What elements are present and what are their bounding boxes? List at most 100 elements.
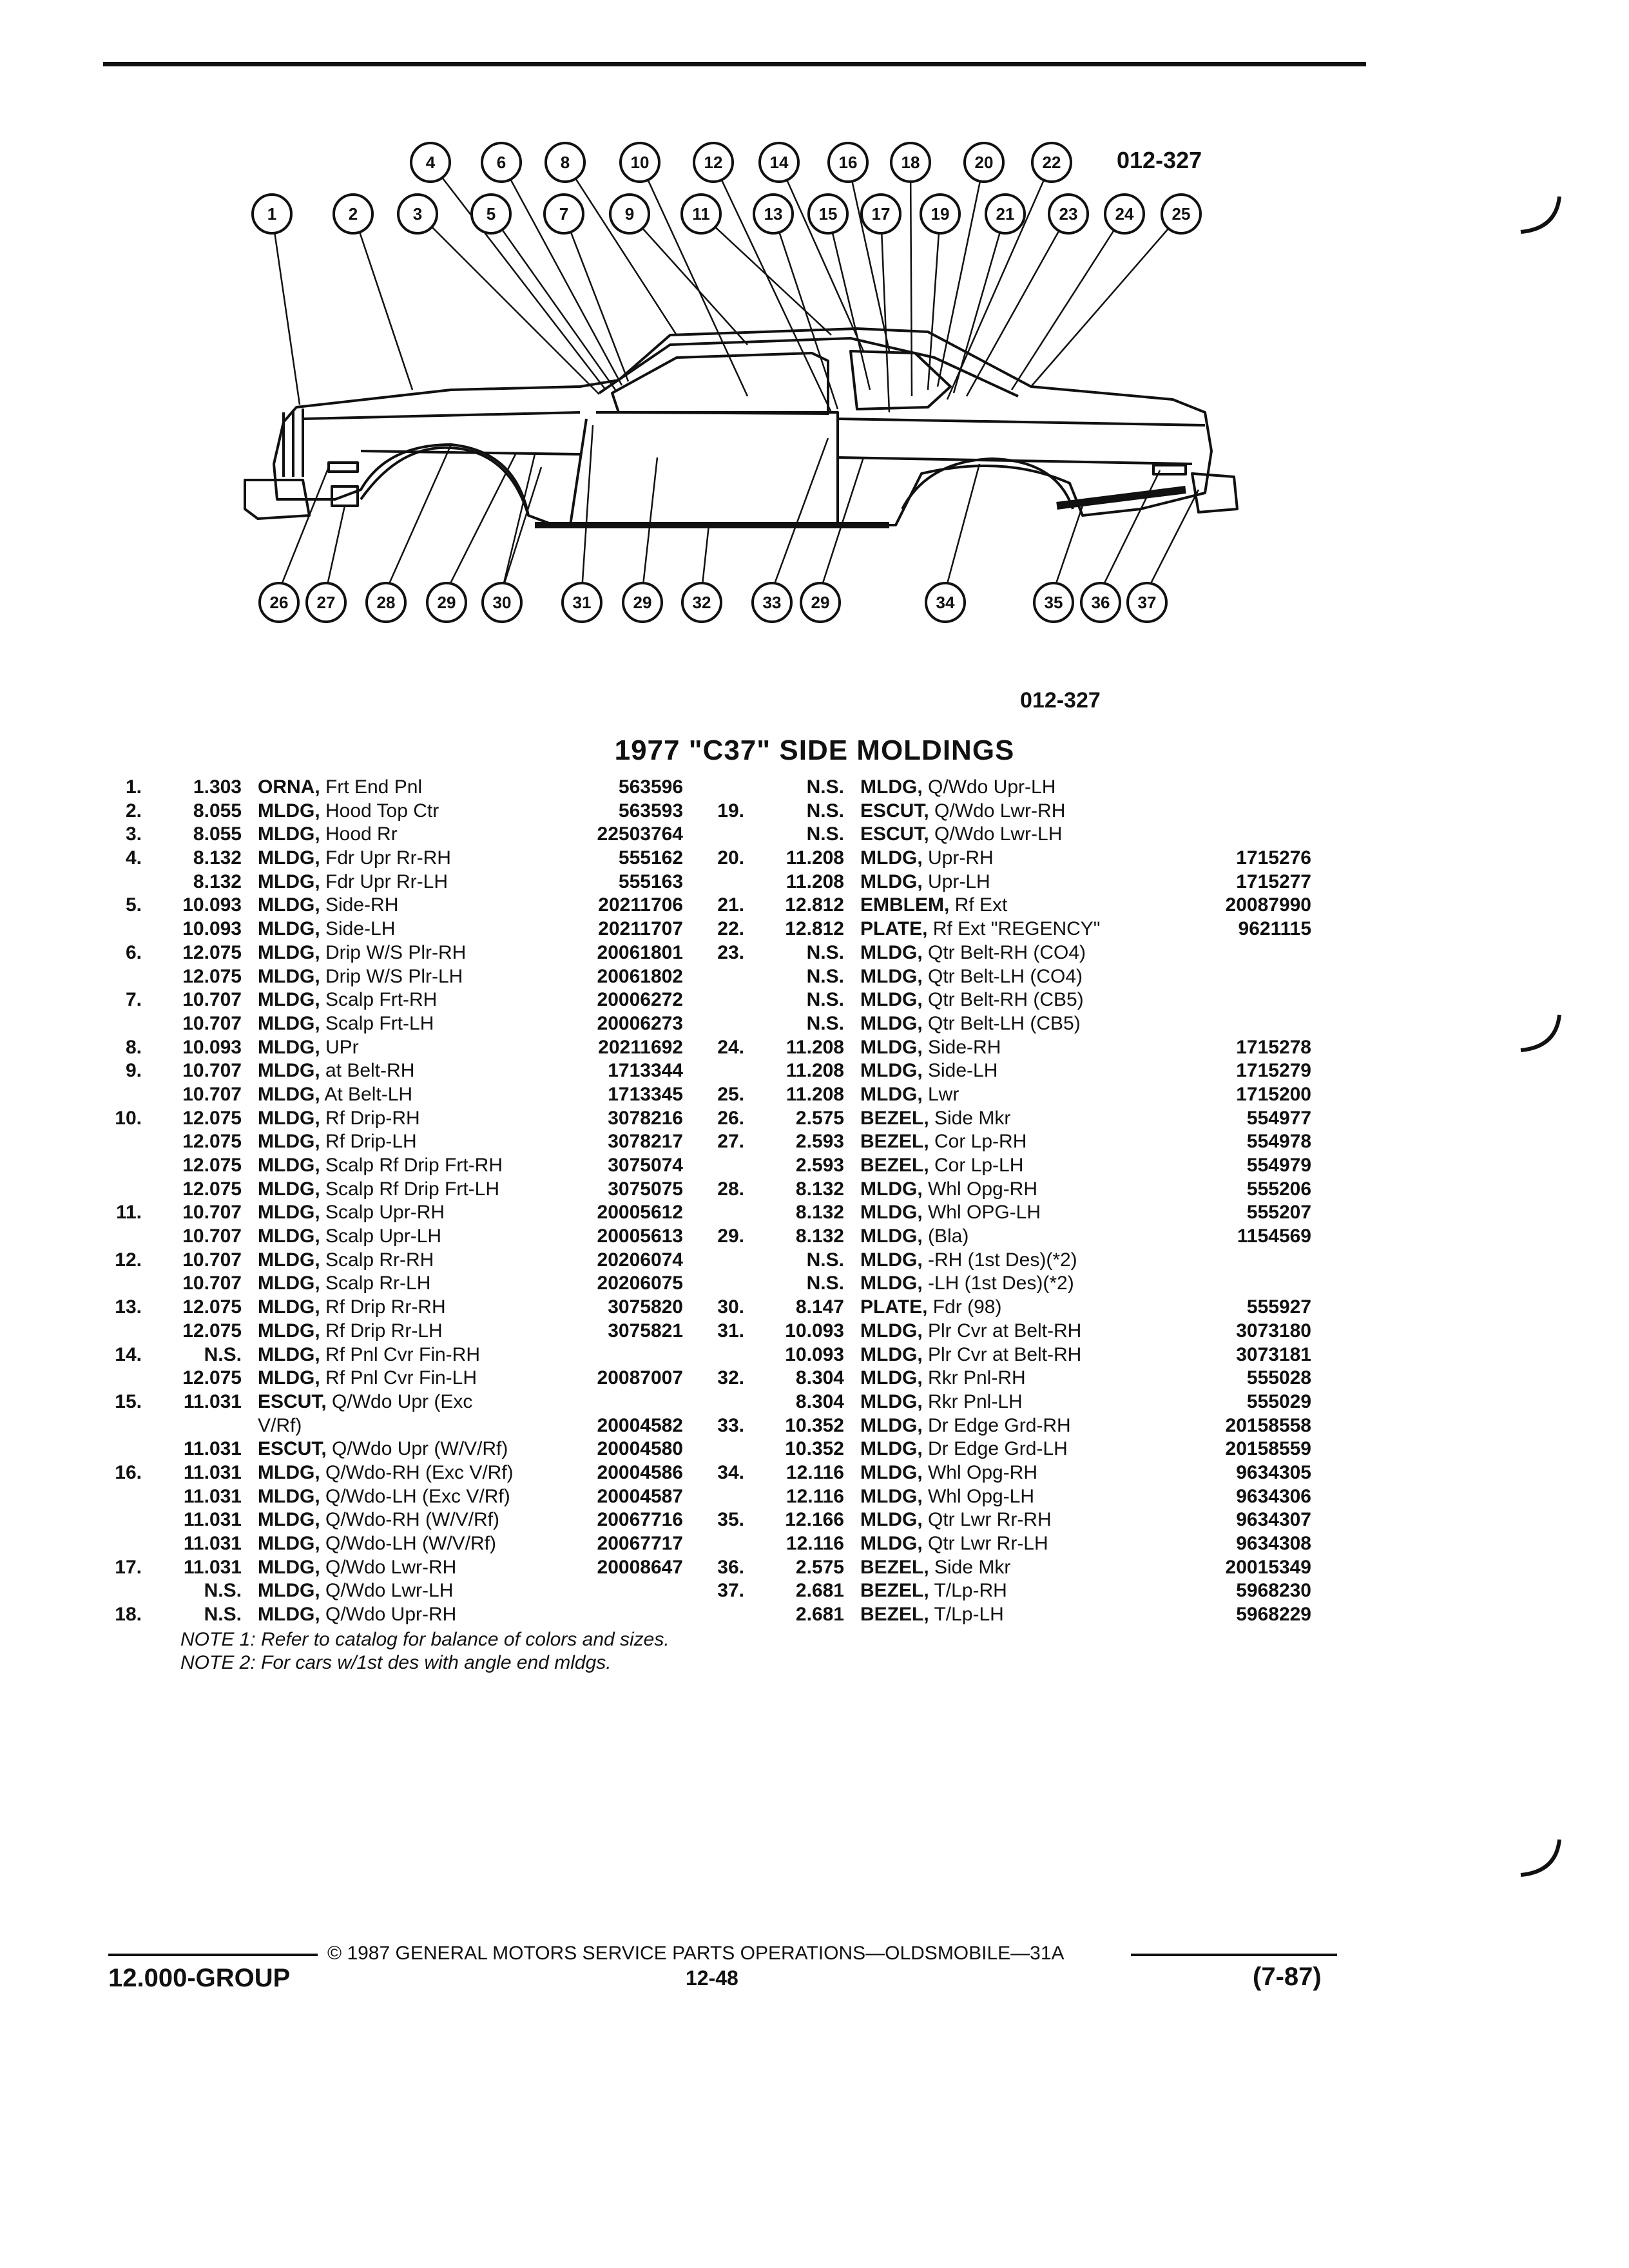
part-number: 20067717: [597, 1533, 683, 1554]
part-detail: Scalp Upr-LH: [320, 1225, 442, 1247]
part-detail: UPr: [320, 1036, 359, 1058]
callout-circle: [681, 582, 722, 623]
part-detail: At Belt-LH: [320, 1083, 413, 1105]
car-rear-lower-molding: [1056, 486, 1186, 510]
part-detail: Side-RH: [922, 1036, 1001, 1058]
callout-number: 17: [872, 204, 891, 224]
part-description: MLDG, Rf Pnl Cvr Fin-LH: [258, 1367, 477, 1389]
part-detail: Qtr Belt-RH (CB5): [922, 989, 1084, 1011]
part-detail: Cor Lp-LH: [929, 1155, 1024, 1176]
part-description: BEZEL, T/Lp-RH: [860, 1580, 1007, 1602]
part-keyword: MLDG,: [860, 847, 923, 869]
part-number: 9621115: [1238, 918, 1311, 940]
part-keyword: MLDG,: [860, 1390, 923, 1412]
part-keyword: MLDG,: [860, 941, 923, 963]
group-number: 2.681: [795, 1580, 844, 1602]
part-detail: Whl Opg-LH: [922, 1485, 1035, 1507]
part-number: 1715200: [1236, 1083, 1311, 1105]
part-description: ORNA, Frt End Pnl: [258, 776, 422, 798]
part-detail: Rf Drip-LH: [320, 1131, 417, 1153]
car-side-marker-front: [327, 461, 359, 473]
group-number: 10.707: [182, 1249, 242, 1271]
item-number: 24.: [717, 1036, 744, 1058]
group-number: 8.055: [193, 800, 242, 822]
group-number: N.S.: [204, 1343, 242, 1365]
part-keyword: MLDG,: [860, 1012, 923, 1034]
item-number: 18.: [115, 1604, 142, 1626]
item-number: 33.: [717, 1414, 744, 1436]
item-number: 28.: [717, 1178, 744, 1200]
callout-number: 25: [1172, 204, 1191, 224]
part-number: 20211707: [598, 918, 683, 940]
callout-number: 35: [1045, 593, 1063, 612]
part-keyword: MLDG,: [860, 1273, 923, 1294]
group-number: 11.031: [183, 1485, 242, 1507]
callout-number: 5: [487, 204, 496, 224]
part-description: MLDG, (Bla): [860, 1225, 969, 1247]
callout-circle: [481, 582, 523, 623]
leader-lines: [271, 162, 1200, 591]
callout-circle: [827, 142, 869, 183]
item-number: 25.: [717, 1083, 744, 1105]
callout-circle: [619, 142, 660, 183]
part-detail: Drip W/S Plr-LH: [320, 965, 463, 987]
part-keyword: MLDG,: [258, 918, 320, 940]
part-description: MLDG, Rf Drip-LH: [258, 1131, 417, 1153]
group-number: 11.208: [786, 1036, 844, 1058]
group-number: 11.031: [183, 1461, 242, 1483]
part-keyword: MLDG,: [258, 847, 320, 869]
part-detail: Scalp Rf Drip Frt-RH: [320, 1155, 503, 1176]
part-detail: Whl Opg-RH: [922, 1461, 1038, 1483]
callout-number: 16: [839, 153, 858, 172]
part-description: BEZEL, Cor Lp-LH: [860, 1155, 1023, 1177]
group-number: 1.303: [193, 776, 242, 798]
item-number: 37.: [717, 1580, 744, 1602]
callout-circle: [1126, 582, 1168, 623]
scan-mark-1: [1520, 196, 1561, 234]
part-description: MLDG, Rf Drip Rr-LH: [258, 1320, 443, 1342]
callout-number: 14: [770, 153, 789, 172]
callout-circle: [545, 142, 586, 183]
item-number: 10.: [115, 1107, 142, 1129]
item-number: 36.: [717, 1556, 744, 1578]
part-description: MLDG, Q/Wdo-RH (Exc V/Rf): [258, 1462, 514, 1484]
part-detail: -LH (1st Des)(*2): [922, 1273, 1074, 1294]
part-number: 20158558: [1225, 1414, 1311, 1436]
item-number: 23.: [717, 941, 744, 963]
group-number: 10.093: [785, 1343, 844, 1365]
callout-number: 29: [811, 593, 830, 612]
callout-number: 21: [996, 204, 1015, 224]
part-keyword: MLDG,: [860, 1343, 923, 1365]
callout-circle: [753, 193, 794, 235]
part-detail: Scalp Rf Drip Frt-LH: [320, 1178, 500, 1200]
part-detail: Q/Wdo Upr (Exc: [326, 1390, 473, 1412]
part-description: MLDG, Lwr: [860, 1084, 959, 1106]
group-number: 10.093: [182, 918, 242, 940]
part-detail: Rf Ext "REGENCY": [927, 918, 1101, 940]
item-number: 16.: [115, 1461, 142, 1483]
part-keyword: BEZEL,: [860, 1155, 929, 1176]
callout-circle: [305, 582, 347, 623]
part-keyword: MLDG,: [258, 1320, 320, 1341]
group-number: N.S.: [806, 1249, 844, 1271]
part-detail: Drip W/S Plr-RH: [320, 941, 467, 963]
callout-number: 32: [693, 593, 711, 612]
callout-circle: [258, 582, 300, 623]
part-description: MLDG, Dr Edge Grd-LH: [860, 1438, 1068, 1460]
part-detail: Scalp Upr-RH: [320, 1202, 445, 1224]
part-detail: Rf Drip Rr-RH: [320, 1296, 446, 1318]
part-detail: Scalp Frt-RH: [320, 989, 438, 1011]
car-body-outline: [273, 327, 1213, 526]
part-number: 1713345: [608, 1083, 683, 1105]
callout-number: 29: [633, 593, 652, 612]
part-number: 555029: [1246, 1390, 1311, 1412]
part-detail: Q/Wdo-LH (W/V/Rf): [320, 1533, 496, 1554]
callout-circle: [410, 142, 451, 183]
part-description: MLDG, Upr-RH: [860, 847, 994, 869]
group-number: 12.812: [785, 918, 844, 940]
group-number: 10.352: [785, 1438, 844, 1460]
car-side-marker-rear: [1152, 464, 1187, 476]
part-description: MLDG, Q/Wdo Lwr-LH: [258, 1580, 453, 1602]
part-keyword: MLDG,: [258, 1225, 320, 1247]
part-description: MLDG, Side-LH: [258, 918, 395, 940]
